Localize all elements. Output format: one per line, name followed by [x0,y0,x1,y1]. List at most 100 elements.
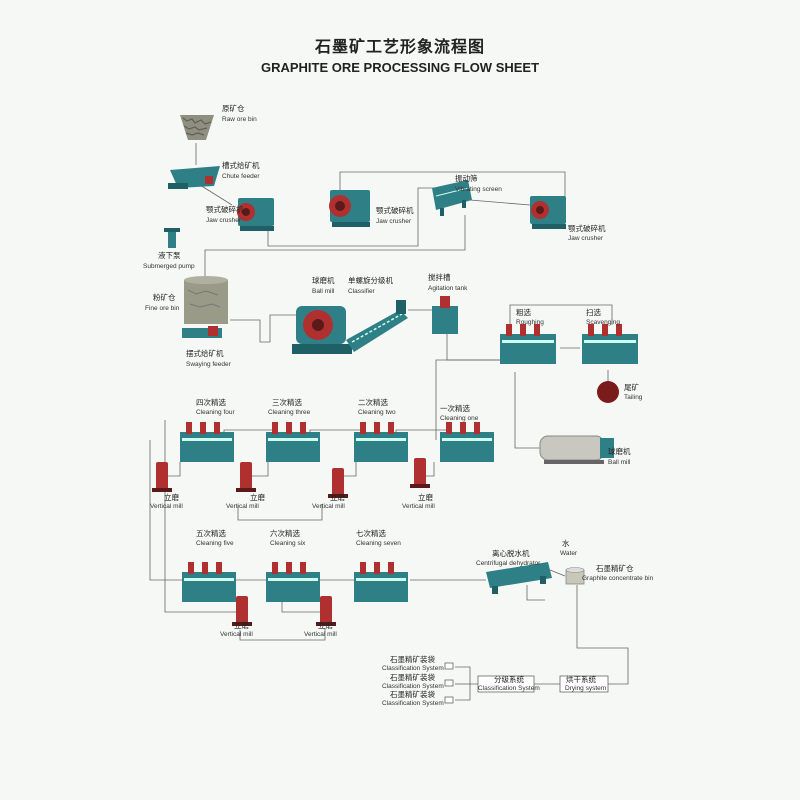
svg-text:颚式破碎机: 颚式破碎机 [568,223,606,233]
svg-text:立磨: 立磨 [330,492,345,502]
vibrating-screen: 振动筛 Vibrating screen [432,173,502,216]
svg-text:立磨: 立磨 [164,492,179,502]
title-cn: 石墨矿工艺形象流程图 [314,37,485,56]
classification-system-box: 分级系统 Classification System [477,674,540,693]
svg-text:液下泵: 液下泵 [158,250,181,260]
svg-text:Classifier: Classifier [348,288,376,295]
svg-text:一次精选: 一次精选 [440,403,470,413]
scavenging-cell: 扫选 Scavenging [582,307,638,364]
svg-text:Scavenging: Scavenging [586,319,620,326]
cleaning-one-cell: 一次精选 Cleaning one [440,403,494,462]
svg-text:粗选: 粗选 [516,307,531,317]
jaw-crusher-1: 颚式破碎机 Jaw crusher [206,198,274,231]
svg-text:Raw ore bin: Raw ore bin [222,116,257,123]
svg-text:分级系统: 分级系统 [494,674,524,684]
jaw-crusher-3: 颚式破碎机 Jaw crusher [530,196,606,242]
roughing-cell: 粗选 Roughing [500,307,556,364]
svg-text:五次精选: 五次精选 [196,528,226,538]
svg-text:石墨精矿装袋: 石墨精矿装袋 [390,672,435,682]
svg-text:四次精选: 四次精选 [196,397,226,407]
svg-text:Swaying feeder: Swaying feeder [186,361,232,368]
svg-text:Vertical mill: Vertical mill [220,631,253,638]
svg-text:Vertical mill: Vertical mill [226,503,259,510]
cleaning-three-cell: 三次精选 Cleaning three [266,397,320,462]
bagging-1: 石墨精矿装袋 Classification System [382,654,454,672]
classifier: 单螺旋分级机 Classifier [346,275,408,352]
fine-ore-bin: 粉矿仓 Fine ore bin [145,276,228,324]
title-en: GRAPHITE ORE PROCESSING FLOW SHEET [260,60,540,75]
centrifugal-dehydrator: 离心脱水机 Centrifugal dehydrator [476,548,552,594]
svg-text:Drying system: Drying system [565,685,606,692]
svg-text:颚式破碎机: 颚式破碎机 [206,204,244,214]
swaying-feeder: 摆式给矿机 Swaying feeder [182,326,232,368]
svg-text:三次精选: 三次精选 [272,397,302,407]
svg-text:Centrifugal dehydrator: Centrifugal dehydrator [476,560,541,567]
svg-text:水: 水 [562,538,570,548]
svg-text:单螺旋分级机: 单螺旋分级机 [348,275,393,285]
svg-text:Cleaning five: Cleaning five [196,540,234,547]
svg-text:石墨精矿装袋: 石墨精矿装袋 [390,689,435,699]
svg-text:二次精选: 二次精选 [358,397,388,407]
cleaning-five-cell: 五次精选 Cleaning five [182,528,236,602]
bagging-2: 石墨精矿装袋 Classification System [382,672,454,690]
svg-text:七次精选: 七次精选 [356,528,386,538]
ball-mill-1: 球磨机 Ball mill [292,275,352,354]
svg-text:扫选: 扫选 [586,307,601,317]
svg-text:烘干系统: 烘干系统 [566,674,596,684]
svg-text:Jaw crusher: Jaw crusher [568,235,604,242]
vertical-mill-6: 立磨 Vertical mill [304,596,337,638]
svg-text:Cleaning seven: Cleaning seven [356,540,401,547]
raw-ore-bin: 原矿仓 Raw ore bin [180,103,257,140]
cleaning-six-cell: 六次精选 Cleaning six [266,528,320,602]
svg-text:Cleaning six: Cleaning six [270,540,306,547]
svg-text:球磨机: 球磨机 [312,275,335,285]
svg-text:搅拌槽: 搅拌槽 [428,272,451,282]
svg-text:立磨: 立磨 [418,492,433,502]
svg-text:Chute feeder: Chute feeder [222,173,260,180]
svg-text:Vertical mill: Vertical mill [304,631,337,638]
svg-text:Cleaning three: Cleaning three [268,409,311,416]
vertical-mill-1: 立磨 Vertical mill [150,462,183,510]
agitation-tank: 搅拌槽 Agitation tank [428,272,468,334]
svg-text:Submerged pump: Submerged pump [143,263,195,270]
svg-text:Classification System: Classification System [382,665,444,672]
svg-text:Cleaning one: Cleaning one [440,415,479,422]
svg-text:Ball mill: Ball mill [312,288,335,295]
graphite-concentrate-bin: 石墨精矿仓 Graphite concentrate bin [565,563,654,585]
svg-text:颚式破碎机: 颚式破碎机 [376,205,414,215]
svg-text:立磨: 立磨 [250,492,265,502]
svg-text:Fine ore bin: Fine ore bin [145,305,180,312]
svg-text:Cleaning four: Cleaning four [196,409,235,416]
vertical-mill-2: 立磨 Vertical mill [226,462,265,510]
bagging-3: 石墨精矿装袋 Classification System [382,689,454,707]
svg-text:Classification System: Classification System [382,683,444,690]
svg-text:Tailing: Tailing [624,394,643,401]
svg-text:Ball mill: Ball mill [608,459,631,466]
drying-system-box: 烘干系统 Drying system [559,674,609,693]
svg-text:尾矿: 尾矿 [624,382,639,392]
svg-text:离心脱水机: 离心脱水机 [492,548,530,558]
svg-text:石墨精矿装袋: 石墨精矿装袋 [390,654,435,664]
tailing: 尾矿 Tailing [597,381,643,403]
vertical-mill-5: 立磨 Vertical mill [220,596,253,638]
cleaning-four-cell: 四次精选 Cleaning four [180,397,235,462]
svg-text:石墨精矿仓: 石墨精矿仓 [596,563,634,573]
svg-text:立磨: 立磨 [234,620,249,630]
svg-text:Jaw crusher: Jaw crusher [206,217,242,224]
water-label: 水 Water [560,538,578,557]
svg-text:Jaw crusher: Jaw crusher [376,218,412,225]
cleaning-two-cell: 二次精选 Cleaning two [354,397,408,462]
svg-text:立磨: 立磨 [318,620,333,630]
jaw-crusher-2: 颚式破碎机 Jaw crusher [329,190,414,227]
svg-text:摆式给矿机: 摆式给矿机 [186,348,224,358]
chute-feeder: 槽式给矿机 Chute feeder [168,160,260,189]
svg-text:Vertical mill: Vertical mill [312,503,345,510]
svg-text:Cleaning two: Cleaning two [358,409,396,416]
svg-text:球磨机: 球磨机 [608,446,631,456]
submerged-pump: 液下泵 Submerged pump [143,228,195,270]
vertical-mill-3: 立磨 Vertical mill [312,468,348,510]
svg-text:Vibrating screen: Vibrating screen [455,186,502,193]
ball-mill-2: 球磨机 Ball mill [539,435,631,466]
svg-text:Classification System: Classification System [382,700,444,707]
